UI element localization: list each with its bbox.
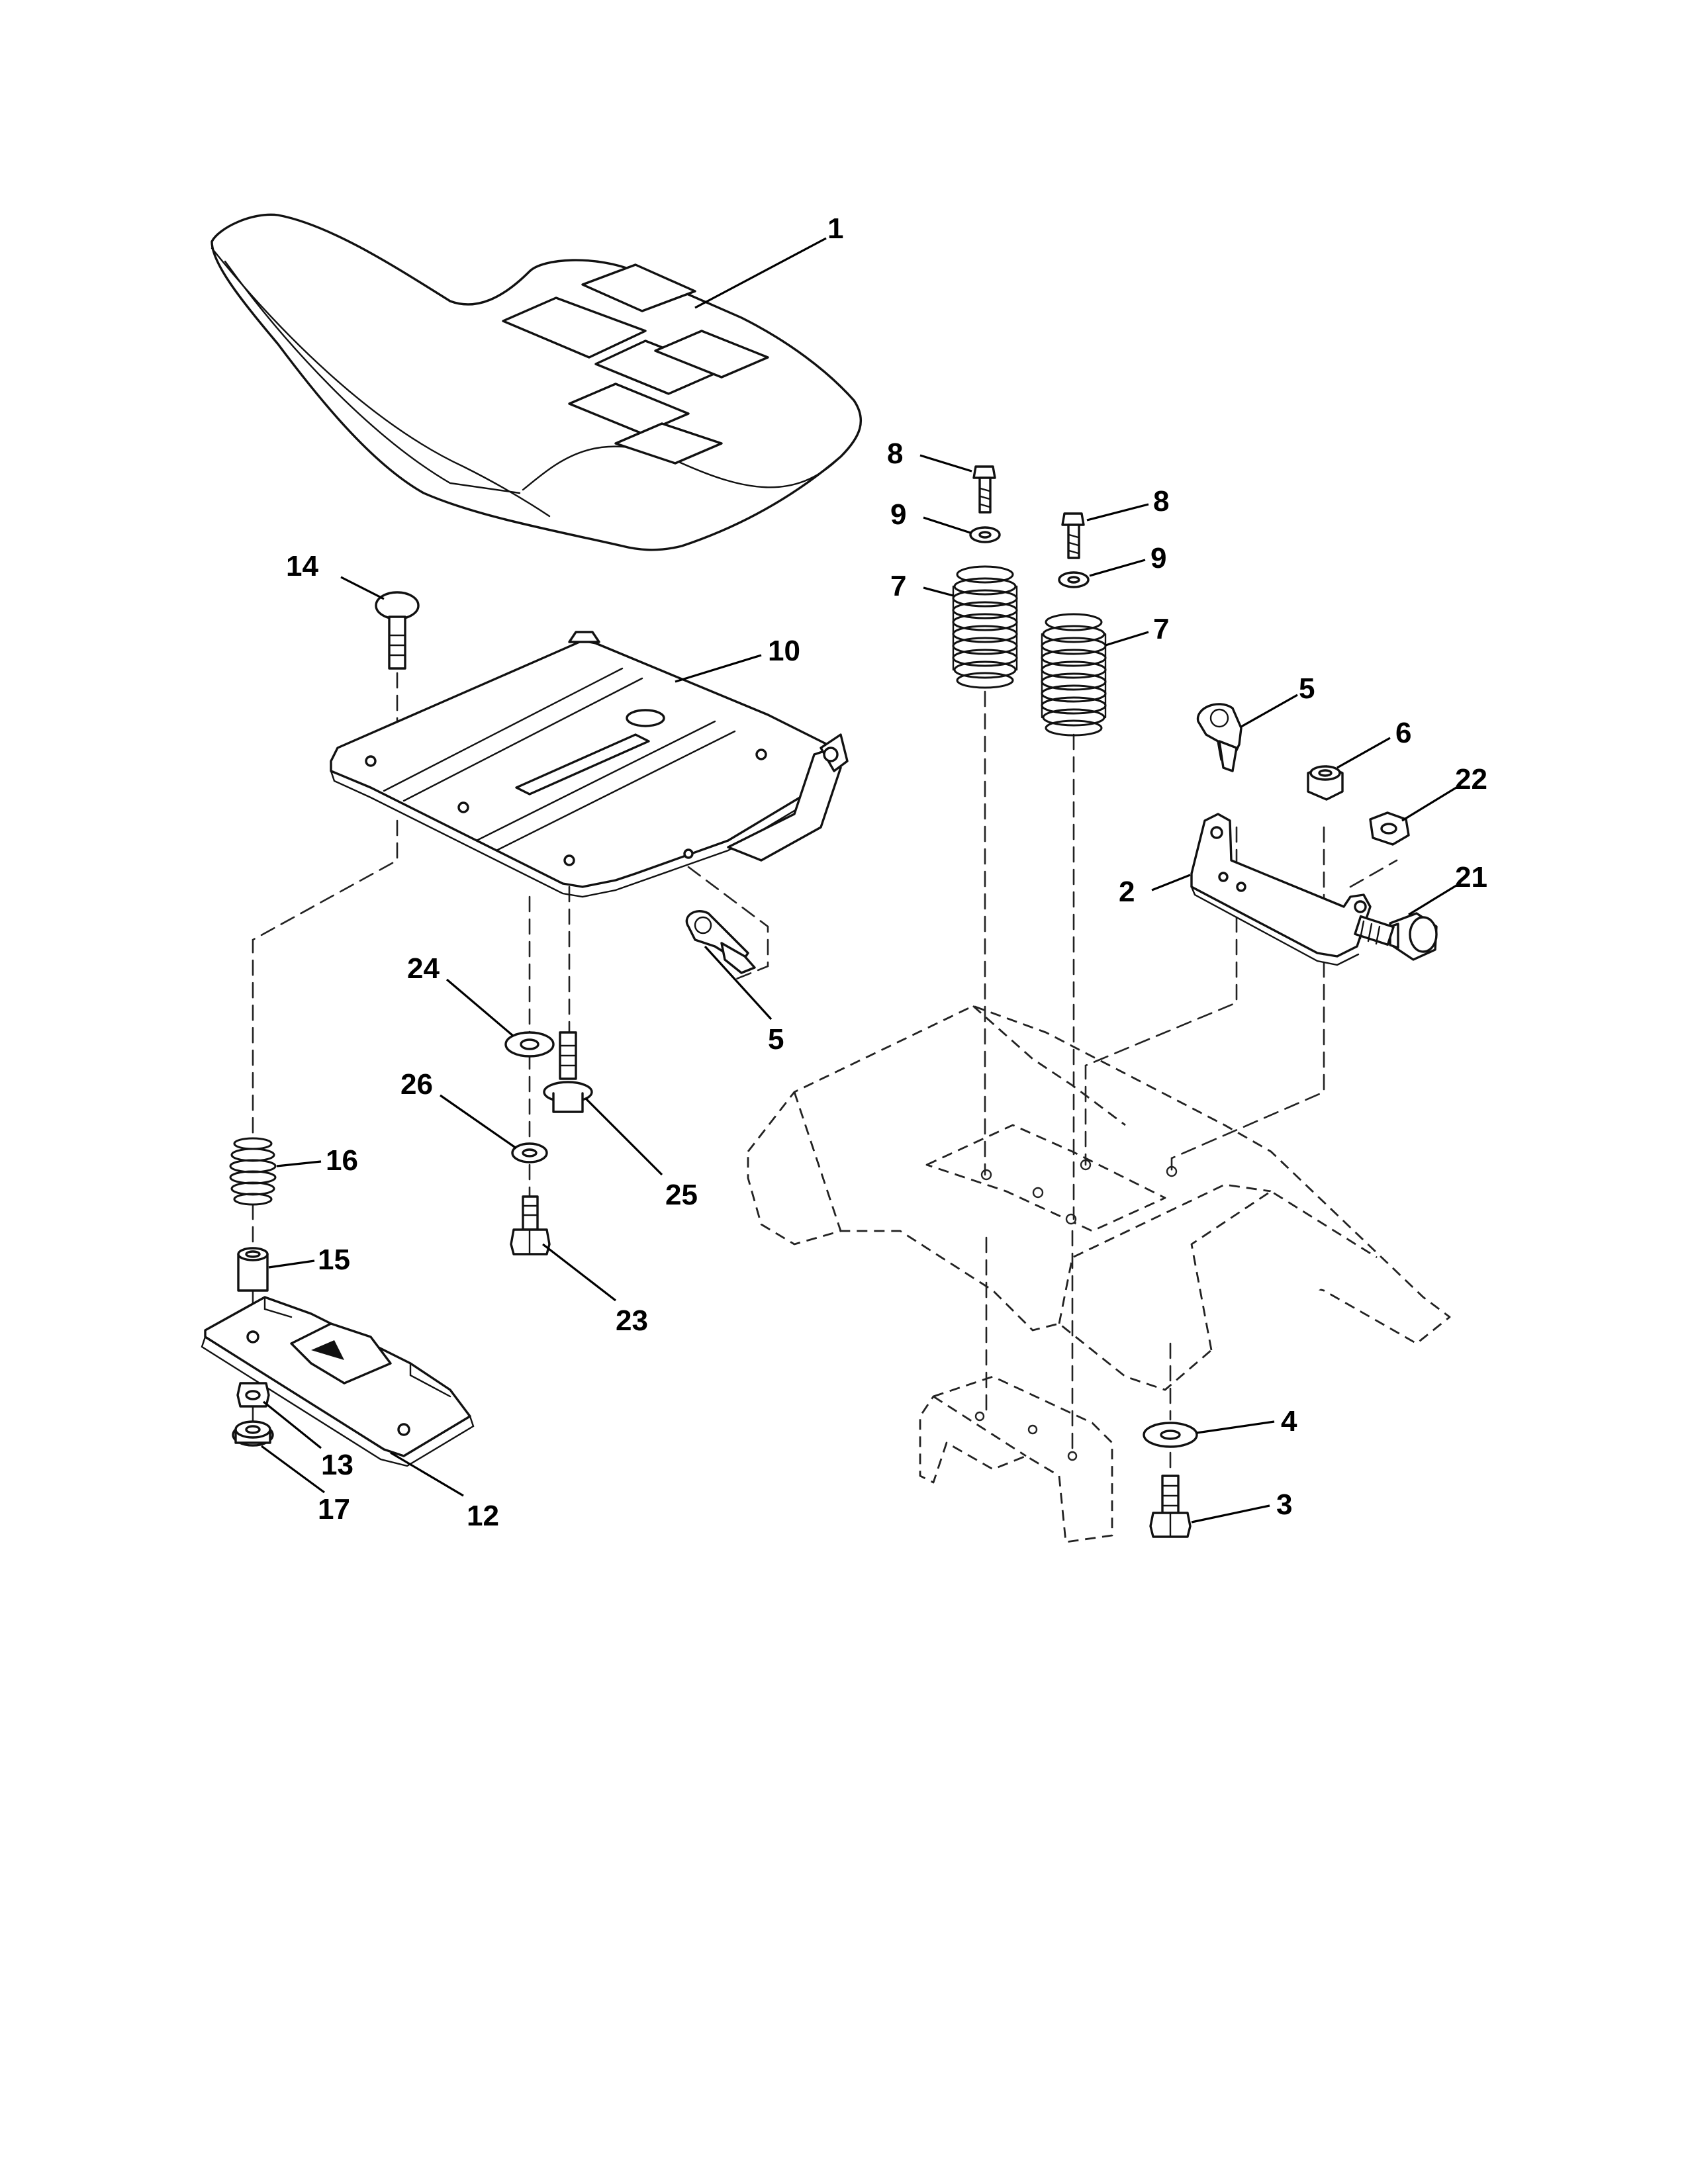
- leader-4: [1196, 1420, 1275, 1434]
- assembly-guide-lines: [252, 604, 1398, 1471]
- leader-7-left: [923, 586, 954, 597]
- leader-14: [340, 576, 385, 600]
- callout-24: 24: [407, 952, 440, 985]
- callout-6: 6: [1395, 717, 1411, 749]
- chassis-fender-outline: [747, 1005, 1451, 1391]
- callout-25: 25: [665, 1179, 698, 1211]
- leader-15: [268, 1259, 315, 1269]
- hex-nut-6: [1307, 765, 1344, 801]
- leader-17: [261, 1445, 325, 1494]
- hex-nut-22: [1369, 811, 1410, 846]
- spring-16: [229, 1137, 277, 1206]
- callout-22: 22: [1455, 763, 1487, 796]
- leader-21: [1408, 884, 1457, 916]
- callout-17: 17: [318, 1493, 350, 1525]
- leader-2: [1151, 874, 1191, 891]
- callout-8-right: 8: [1153, 485, 1169, 518]
- leader-25: [585, 1097, 663, 1176]
- leader-6: [1336, 737, 1391, 769]
- lock-washer-26: [511, 1142, 548, 1163]
- callout-5-right: 5: [1299, 672, 1315, 705]
- callout-5-left: 5: [768, 1023, 784, 1056]
- callout-13: 13: [321, 1449, 353, 1481]
- leader-9-left: [923, 516, 971, 534]
- chassis-lower-bracket-outline: [919, 1375, 1113, 1543]
- callout-9-right: 9: [1150, 542, 1166, 574]
- shoulder-bolt-21: [1354, 912, 1438, 961]
- leader-26: [440, 1094, 517, 1150]
- flange-nut-17: [232, 1420, 274, 1447]
- washer-9-right: [1058, 571, 1090, 588]
- bolt-8-right: [1061, 512, 1085, 559]
- leader-3: [1191, 1504, 1270, 1524]
- seat-mount-plate-12: [201, 1296, 475, 1467]
- callout-2: 2: [1119, 876, 1135, 908]
- callout-7-left: 7: [890, 570, 906, 602]
- leader-10: [675, 654, 762, 683]
- callout-16: 16: [326, 1144, 358, 1177]
- hex-bolt-23: [510, 1195, 551, 1255]
- callout-26: 26: [400, 1068, 433, 1101]
- wire-clip-5-right: [1196, 703, 1243, 772]
- leader-12: [390, 1451, 464, 1497]
- shoulder-bolt-25: [543, 1031, 593, 1113]
- callout-15: 15: [318, 1244, 350, 1276]
- spacer-15: [237, 1247, 269, 1292]
- callout-3: 3: [1276, 1488, 1292, 1521]
- flat-washer-4: [1143, 1422, 1198, 1448]
- seat-pan: [330, 631, 849, 898]
- leader-9-right: [1089, 559, 1146, 577]
- callout-10: 10: [768, 635, 800, 667]
- hex-bolt-3: [1149, 1475, 1192, 1538]
- leader-8-left: [919, 454, 972, 473]
- pivot-bracket-2: [1190, 813, 1372, 966]
- callout-12: 12: [467, 1500, 499, 1532]
- callout-14: 14: [286, 550, 318, 582]
- seat: [211, 213, 863, 551]
- callout-21: 21: [1455, 861, 1487, 893]
- bolt-8-left: [972, 465, 996, 514]
- leader-22: [1401, 786, 1457, 822]
- hex-nut-13: [236, 1382, 270, 1408]
- leader-13: [262, 1400, 322, 1449]
- washer-9-left: [969, 526, 1001, 543]
- spring-7-left: [952, 565, 1018, 689]
- leader-24: [445, 978, 514, 1037]
- carriage-bolt-14: [375, 591, 420, 670]
- leader-1: [694, 237, 827, 309]
- wire-clip-5-left: [685, 910, 756, 974]
- leader-7-right: [1105, 631, 1149, 647]
- callout-4: 4: [1281, 1405, 1297, 1437]
- callout-9-left: 9: [890, 498, 906, 531]
- leader-5-right: [1241, 694, 1298, 728]
- callout-1: 1: [827, 212, 843, 245]
- callout-8-left: 8: [887, 437, 903, 470]
- callout-7-right: 7: [1153, 613, 1169, 645]
- flat-washer-24: [504, 1031, 555, 1058]
- spring-7-right: [1041, 613, 1107, 737]
- callout-23: 23: [616, 1304, 648, 1337]
- leader-8-right: [1086, 503, 1149, 522]
- leader-16: [276, 1160, 322, 1167]
- leader-23: [542, 1243, 616, 1302]
- leader-5-left: [704, 945, 773, 1021]
